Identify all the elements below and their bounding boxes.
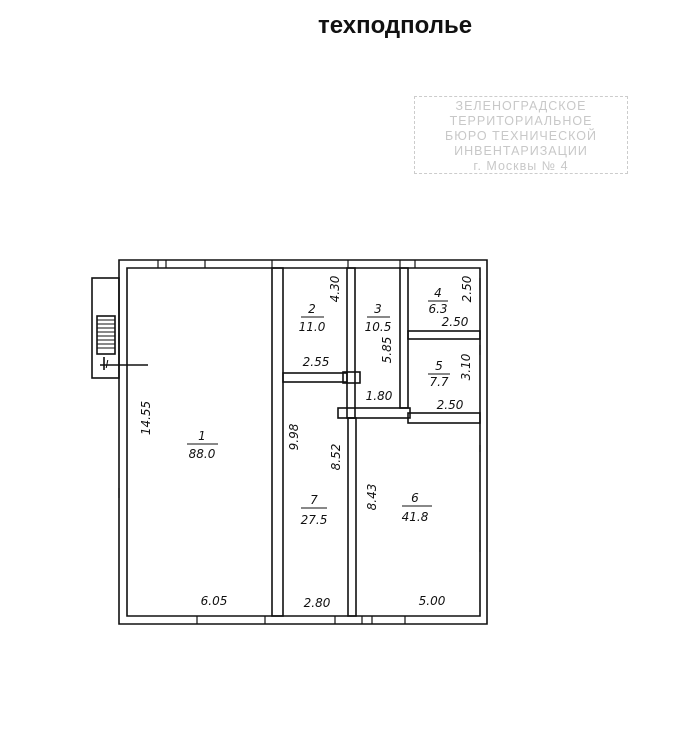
- room-4-area: 6.3: [428, 302, 447, 316]
- stamp-line: БЮРО ТЕХНИЧЕСКОЙ: [445, 129, 597, 143]
- dim-r4-width: 2.50: [442, 315, 469, 329]
- entrance-label: I: [105, 358, 108, 371]
- room-5-area: 7.7: [429, 375, 448, 389]
- dim-r2-width: 2.55: [303, 355, 330, 369]
- stamp-line: ЗЕЛЕНОГРАДСКОЕ: [455, 99, 587, 113]
- dim-r1-width: 6.05: [201, 594, 228, 608]
- room-1-number: 1: [198, 429, 206, 443]
- room-7-number: 7: [310, 493, 318, 507]
- wall-5-6: [407, 412, 481, 424]
- room-5-number: 5: [435, 359, 443, 373]
- dim-r6-width: 5.00: [419, 594, 446, 608]
- dim-r3-width: 1.80: [366, 389, 393, 403]
- wall-4-5: [407, 330, 481, 340]
- wall-7-6: [347, 417, 357, 617]
- wall-3-6: [337, 407, 411, 419]
- wall-2-3: [346, 267, 356, 419]
- stamp-line: г. Москвы № 4: [473, 159, 569, 173]
- room-6-area: 41.8: [402, 510, 429, 524]
- stamp-line: ИНВЕНТАРИЗАЦИИ: [454, 144, 588, 158]
- door-block: [342, 371, 361, 384]
- dim-r4-height: 2.50: [460, 275, 474, 302]
- outer-wall: [118, 259, 488, 625]
- dim-r7-height-a: 9.98: [287, 423, 301, 450]
- dim-r1-height: 14.55: [139, 401, 153, 435]
- wall-2-7: [282, 372, 348, 383]
- room-2-number: 2: [308, 302, 316, 316]
- wall-1-2: [271, 267, 284, 617]
- dim-r5-height: 3.10: [459, 353, 473, 380]
- stair-steps: [97, 319, 115, 349]
- room-6-number: 6: [411, 491, 419, 505]
- dim-r2-height: 4.30: [328, 275, 342, 302]
- room-3-number: 3: [374, 302, 382, 316]
- wall-marks: [118, 260, 481, 624]
- dim-r7-height-b: 8.52: [329, 444, 343, 471]
- dim-r5-width: 2.50: [437, 398, 464, 412]
- bti-stamp: ЗЕЛЕНОГРАДСКОЕ ТЕРРИТОРИАЛЬНОЕ БЮРО ТЕХН…: [414, 96, 628, 174]
- room-1-area: 88.0: [189, 447, 216, 461]
- section-line: [100, 357, 148, 370]
- room-3-area: 10.5: [365, 320, 392, 334]
- wall-3-4: [399, 267, 409, 409]
- stair: [91, 277, 120, 379]
- page-title: техподполье: [317, 12, 473, 39]
- dim-r7-width: 2.80: [304, 596, 331, 610]
- room-2-area: 11.0: [299, 320, 326, 334]
- dim-r6-height: 8.43: [365, 484, 379, 511]
- stair-flight: [96, 315, 116, 355]
- room-4-number: 4: [434, 286, 442, 300]
- room-7-area: 27.5: [301, 513, 328, 527]
- stamp-line: ТЕРРИТОРИАЛЬНОЕ: [449, 114, 593, 128]
- dim-r3-height: 5.85: [380, 337, 394, 364]
